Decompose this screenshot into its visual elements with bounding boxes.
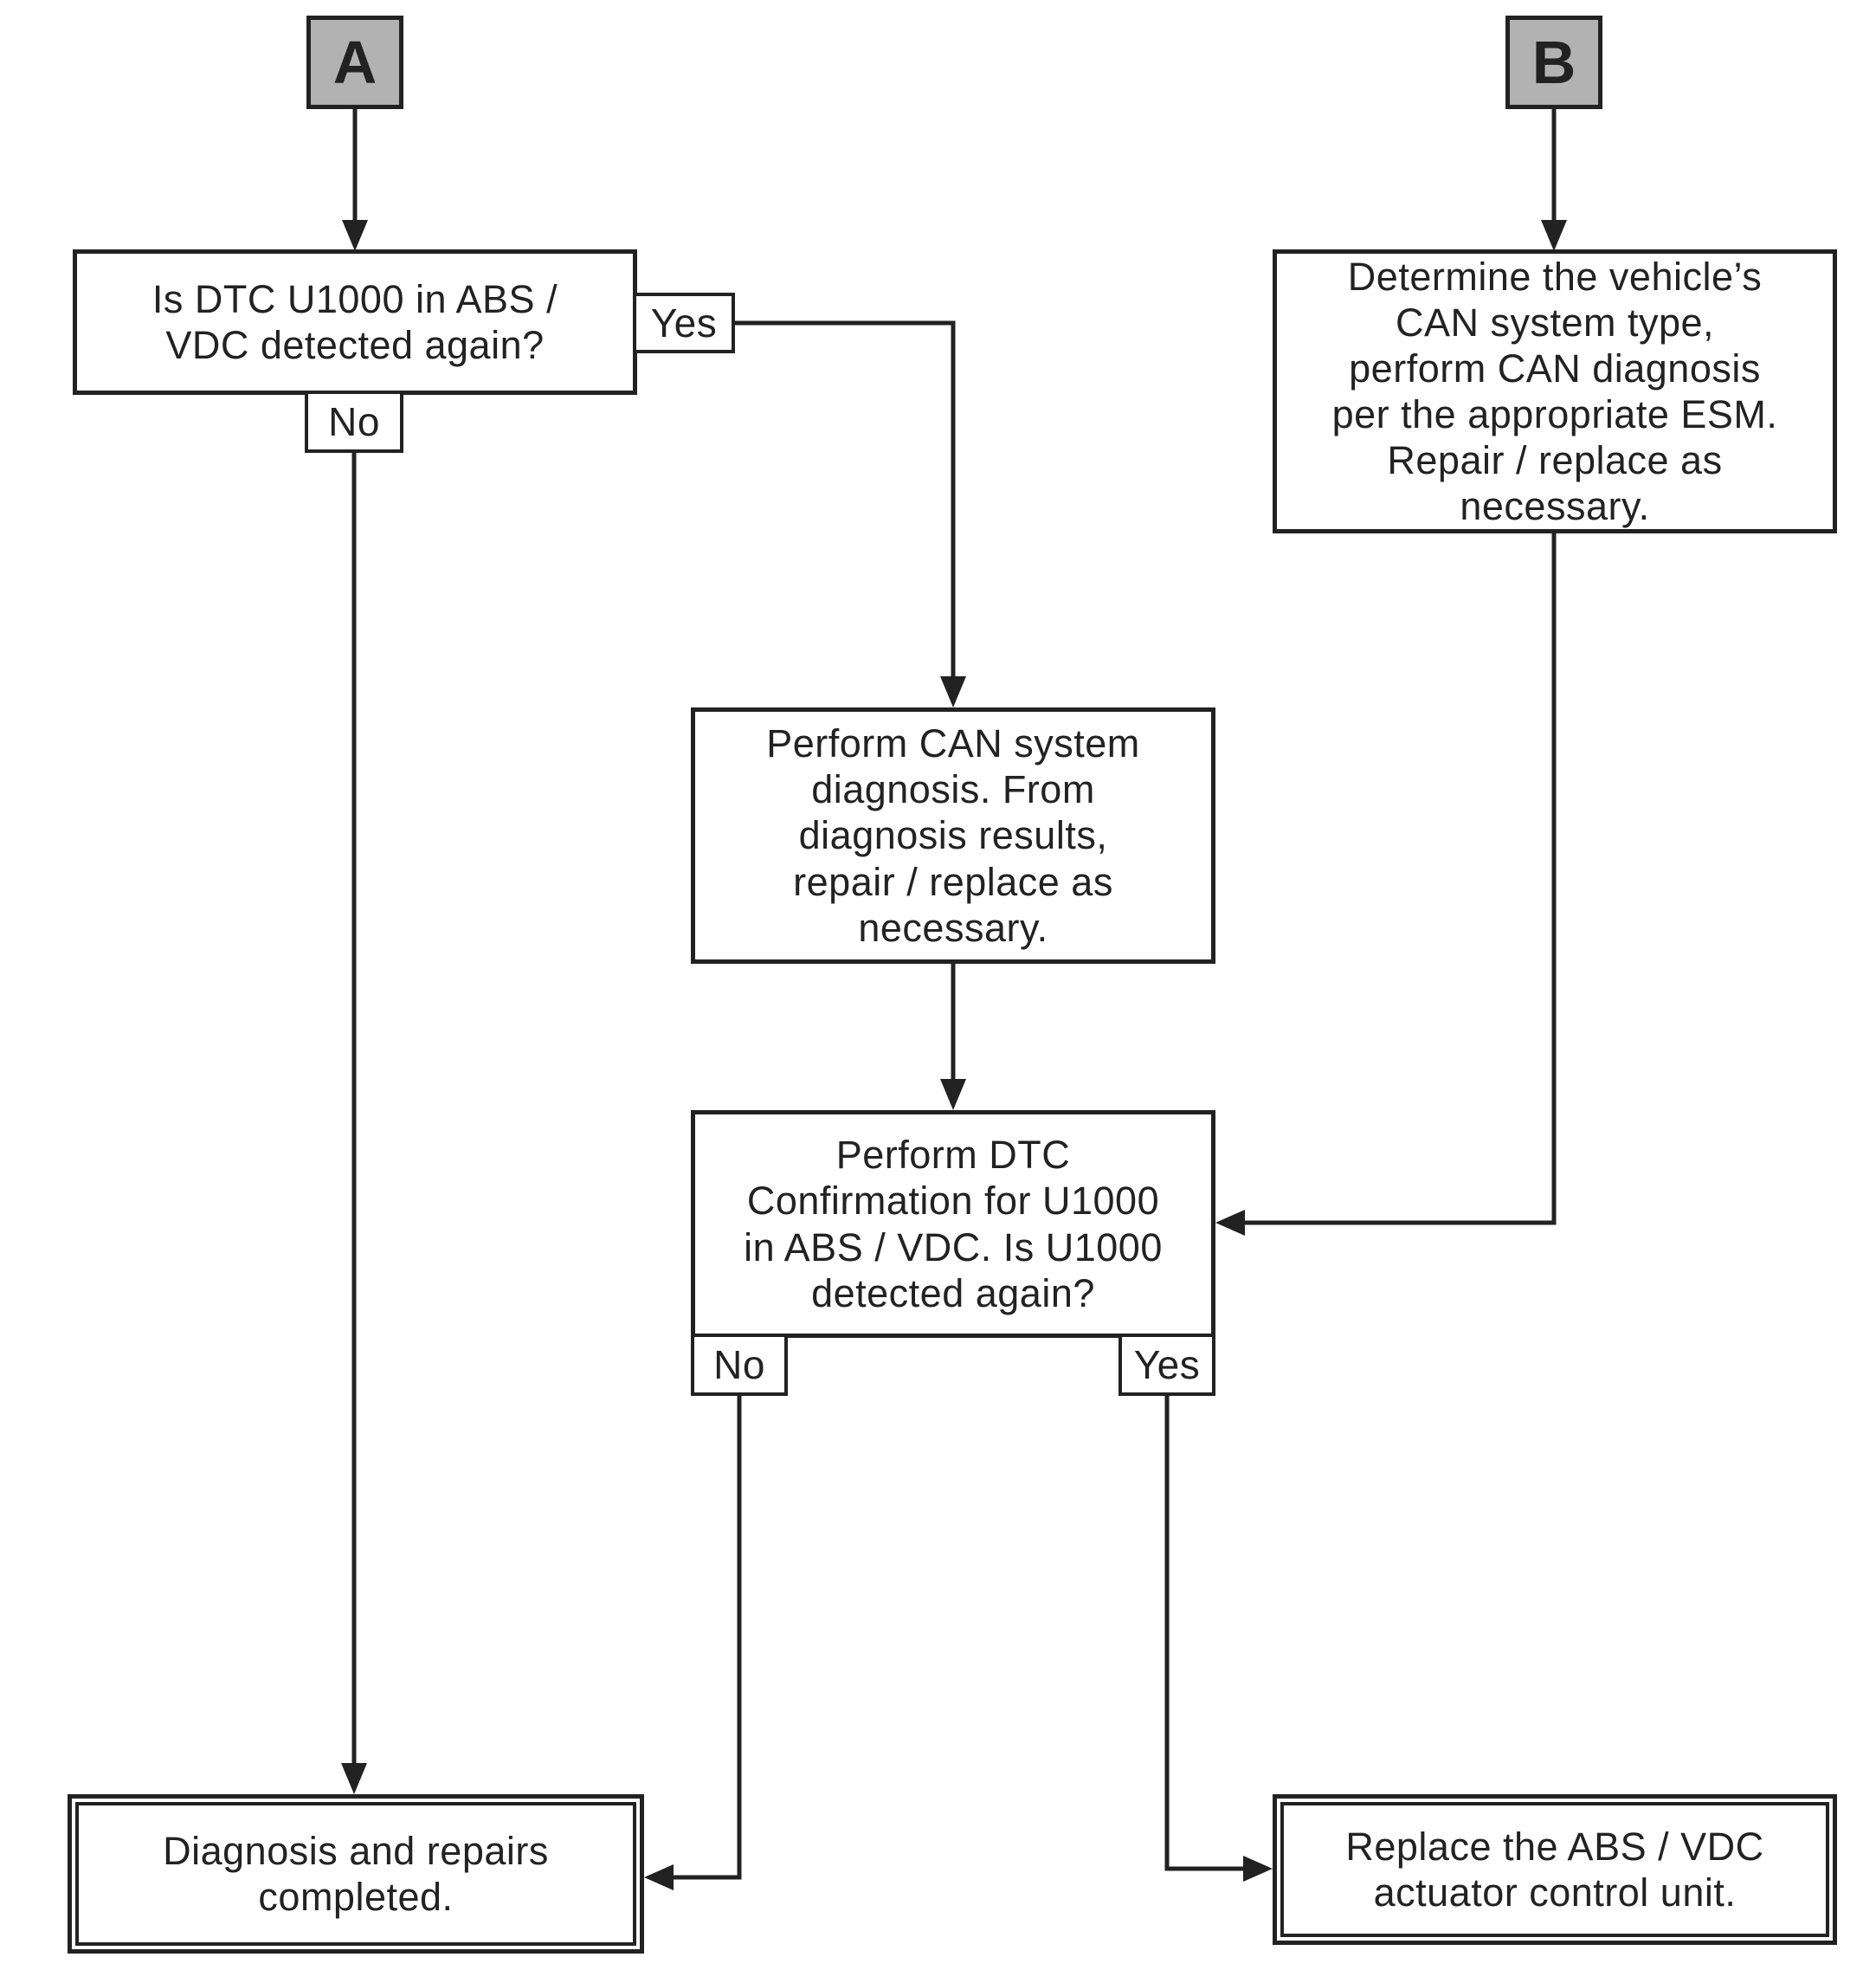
node-diagnosis-completed-text: Diagnosis and repairs completed.	[163, 1828, 549, 1919]
node-perform-can-diagnosis: Perform CAN system diagnosis. From diagn…	[691, 707, 1215, 964]
node-determine-can-system-text: Determine the vehicle’s CAN system type,…	[1331, 254, 1778, 529]
node-dtc-confirmation-text: Perform DTC Confirmation for U1000 in AB…	[744, 1133, 1163, 1315]
arrowhead-can-to-dtc-confirmation	[940, 1079, 966, 1110]
node-replace-actuator-text: Replace the ABS / VDC actuator control u…	[1345, 1824, 1764, 1915]
arrow-dtcno-to-completed	[674, 1394, 742, 1880]
arrow-yes-to-can-diagnosis	[735, 320, 956, 676]
arrowhead-yes-to-can-diagnosis	[940, 676, 966, 707]
connector-a: A	[306, 16, 403, 109]
branch-label-no-question: No	[305, 391, 403, 453]
node-replace-actuator: Replace the ABS / VDC actuator control u…	[1273, 1794, 1837, 1945]
branch-label-yes-question: Yes	[633, 293, 735, 353]
arrow-determine-to-dtc-confirmation	[1243, 533, 1557, 1225]
arrowhead-b-to-determine	[1541, 220, 1567, 251]
node-diagnosis-completed: Diagnosis and repairs completed.	[68, 1794, 644, 1954]
arrowhead-dtcno-to-completed	[644, 1864, 674, 1890]
node-dtc-confirmation: Perform DTC Confirmation for U1000 in AB…	[691, 1110, 1215, 1338]
node-perform-can-diagnosis-text: Perform CAN system diagnosis. From diagn…	[766, 721, 1140, 950]
node-replace-actuator-inner: Replace the ABS / VDC actuator control u…	[1280, 1802, 1829, 1937]
arrowhead-dtcyes-to-replace	[1243, 1856, 1273, 1882]
arrow-dtcyes-to-replace	[1164, 1394, 1243, 1871]
arrowhead-determine-to-dtc-confirmation	[1215, 1210, 1245, 1236]
node-diagnosis-completed-inner: Diagnosis and repairs completed.	[75, 1802, 636, 1946]
branch-label-yes-dtc-confirmation: Yes	[1119, 1334, 1215, 1396]
node-question-dtc-detected-text: Is DTC U1000 in ABS / VDC detected again…	[151, 276, 558, 367]
node-question-dtc-detected: Is DTC U1000 in ABS / VDC detected again…	[73, 249, 637, 395]
arrowhead-no-to-completed	[341, 1763, 367, 1794]
arrowhead-a-to-question	[342, 220, 368, 251]
node-determine-can-system: Determine the vehicle’s CAN system type,…	[1273, 249, 1837, 533]
branch-label-no-dtc-confirmation: No	[691, 1334, 788, 1396]
connector-b: B	[1505, 16, 1602, 109]
